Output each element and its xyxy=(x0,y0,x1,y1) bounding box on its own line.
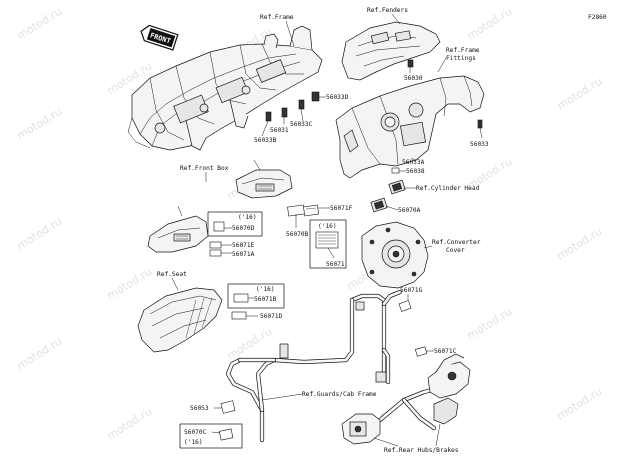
ref-frame-fittings-label-2: Fittings xyxy=(446,55,476,62)
part-56033B-label: 56033B xyxy=(254,137,277,144)
watermark-text: motod.ru xyxy=(555,385,605,423)
part-56070C-group: 56070C ('16) xyxy=(179,423,243,449)
watermark-text: motod.ru xyxy=(15,215,65,253)
watermark-text: motod.ru xyxy=(225,325,275,363)
frame-assembly xyxy=(127,25,323,151)
watermark-text: motod.ru xyxy=(465,5,515,43)
watermark-text: motod.ru xyxy=(15,105,65,143)
part-56053-label: 56053 xyxy=(190,405,209,412)
converter-cover-assembly xyxy=(361,221,429,289)
year-note-56070C: ('16) xyxy=(184,439,203,446)
part-56033C-label: 56033C xyxy=(290,121,313,128)
part-56033A-label: 56033A xyxy=(402,159,425,166)
ref-frame-fittings-label-1: Ref.Frame xyxy=(446,47,480,54)
part-56070D-group: ('16) 56070D xyxy=(207,211,263,237)
part-56071D-label: 56071D xyxy=(260,313,283,320)
front-box-right xyxy=(235,169,293,199)
year-note-56070D: ('16) xyxy=(238,214,257,221)
rear-hubs-brakes-assembly xyxy=(341,353,471,445)
watermark-text: motod.ru xyxy=(465,305,515,343)
part-56071-label: 56071 xyxy=(326,261,345,268)
part-56031-label: 56031 xyxy=(270,127,289,134)
fender-assembly xyxy=(341,21,441,81)
year-note-56071: ('16) xyxy=(318,223,337,230)
part-56071-group: ('16) 56071 xyxy=(309,219,347,269)
ref-guards-cab-frame-label: Ref.Guards/Cab Frame xyxy=(302,391,377,398)
part-56071G-label: 56071G xyxy=(400,287,423,294)
ref-cylinder-head-label: Ref.Cylinder Head xyxy=(416,185,480,192)
part-56030-label: 56030 xyxy=(404,75,423,82)
front-box-stickers xyxy=(287,204,330,228)
part-56071C-label: 56071C xyxy=(434,348,457,355)
ref-fenders-label: Ref.Fenders xyxy=(367,7,408,14)
seat-assembly xyxy=(137,287,223,353)
part-56070C-label: 56070C xyxy=(184,429,207,436)
ref-converter-cover-label-2: Cover xyxy=(446,247,465,254)
watermark-text: motod.ru xyxy=(105,265,155,303)
ref-rear-hubs-brakes-label: Ref.Rear Hubs/Brakes xyxy=(384,447,459,454)
watermark-text: motod.ru xyxy=(105,405,155,443)
ref-converter-cover-label-1: Ref.Converter xyxy=(432,239,481,246)
part-56071E-label: 56071E xyxy=(232,242,255,249)
part-56070B-label: 56070B xyxy=(286,231,309,238)
watermark-text: motod.ru xyxy=(555,75,605,113)
part-56033D-label: 56033D xyxy=(326,94,349,101)
watermark-text: motod.ru xyxy=(555,225,605,263)
year-note-56071B: ('16) xyxy=(256,286,275,293)
watermark-text: motod.ru xyxy=(15,335,65,373)
front-arrow-marker: FRONT xyxy=(140,24,179,51)
part-56033-label: 56033 xyxy=(470,141,489,148)
cylinder-head-stickers xyxy=(370,179,416,213)
dash-panel-assembly xyxy=(335,75,485,179)
watermark-text: motod.ru xyxy=(15,5,65,43)
ref-frame-label: Ref.Frame xyxy=(260,14,294,21)
part-56071A-label: 56071A xyxy=(232,251,255,258)
frame-fasteners xyxy=(261,91,326,137)
part-56038-label: 56038 xyxy=(406,168,425,175)
diagram-code: F2860 xyxy=(588,14,607,21)
part-56071B-label: 56071B xyxy=(254,296,277,303)
guards-cab-frame-assembly xyxy=(225,289,403,443)
ref-front-box-label: Ref.Front Box xyxy=(180,165,229,172)
part-56071F-label: 56071F xyxy=(330,205,353,212)
part-56070D-label: 56070D xyxy=(232,225,255,232)
front-box-left xyxy=(147,215,209,253)
ref-seat-label: Ref.Seat xyxy=(157,271,187,278)
part-56070A-label: 56070A xyxy=(398,207,421,214)
part-56071B-group: ('16) 56071B xyxy=(227,283,285,309)
